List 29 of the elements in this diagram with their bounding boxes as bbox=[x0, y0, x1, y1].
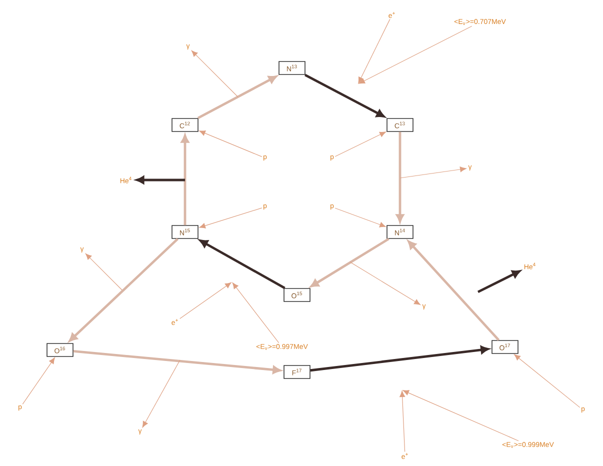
reaction-arrow bbox=[199, 240, 286, 290]
particle-arrow bbox=[358, 18, 390, 84]
particle-arrow bbox=[334, 208, 386, 228]
reaction-arrow bbox=[310, 346, 489, 372]
particle-arrow bbox=[136, 176, 185, 184]
particle-arrow bbox=[199, 130, 262, 157]
reaction-arrow bbox=[310, 238, 390, 288]
reaction-arrow bbox=[181, 134, 189, 226]
particle-arrow bbox=[334, 132, 386, 157]
particle-arrow bbox=[400, 390, 406, 452]
particle-arrow bbox=[402, 390, 519, 442]
reaction-arrow bbox=[408, 240, 500, 341]
reaction-arrow bbox=[197, 76, 277, 120]
particle-arrow bbox=[142, 360, 180, 428]
reaction-arrow bbox=[396, 132, 404, 222]
particle-arrow bbox=[400, 166, 466, 178]
particle-arrow bbox=[232, 282, 280, 344]
particle-arrow bbox=[191, 50, 238, 98]
particle-arrow bbox=[477, 270, 520, 294]
particle-arrow bbox=[199, 208, 262, 228]
reaction-arrow bbox=[68, 238, 179, 342]
particle-arrow bbox=[22, 357, 55, 404]
reaction-arrow bbox=[73, 350, 281, 374]
particle-arrow bbox=[180, 282, 232, 319]
particle-arrow bbox=[358, 26, 472, 84]
particle-arrow bbox=[85, 253, 122, 290]
particle-arrow bbox=[350, 262, 420, 305]
particle-arrow bbox=[514, 354, 580, 408]
reaction-arrow bbox=[304, 74, 385, 118]
